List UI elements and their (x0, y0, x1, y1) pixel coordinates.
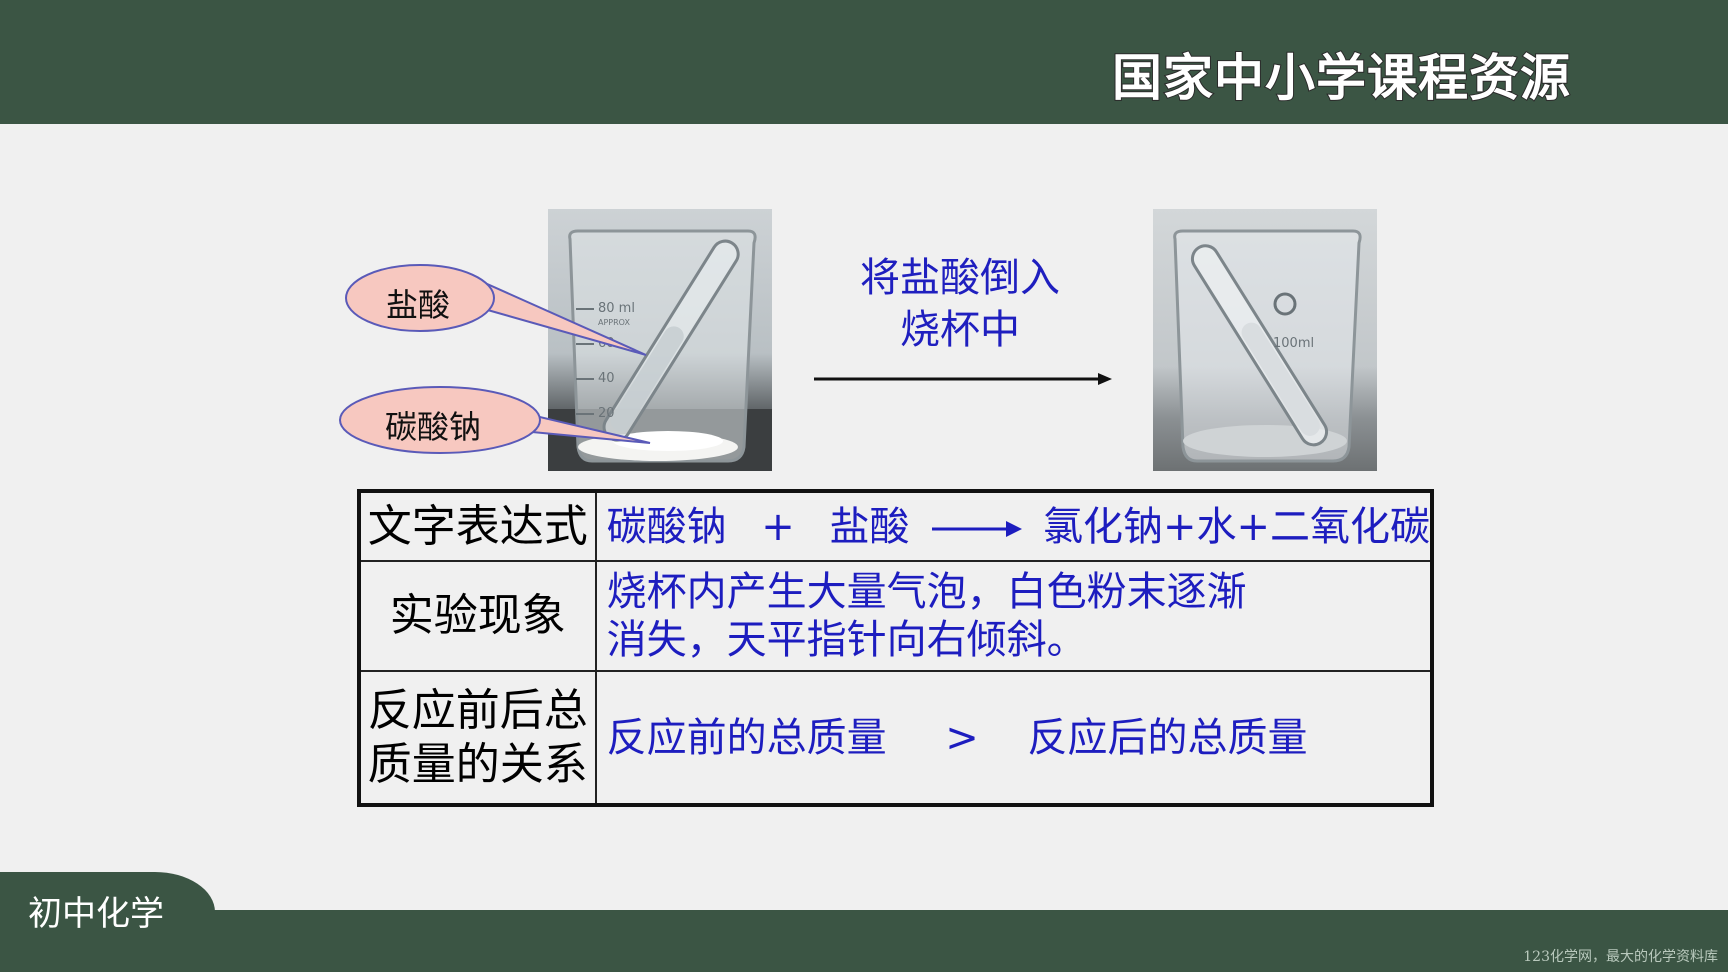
phenomenon-text: 烧杯内产生大量气泡，白色粉末逐渐 消失，天平指针向右倾斜。 (594, 560, 1434, 672)
table-row: 反应前后总 质量的关系 反应前的总质量 > 反应后的总质量 (358, 670, 1434, 806)
mass-after: 反应后的总质量 (1027, 714, 1308, 761)
beaker-mark: 20 (598, 406, 615, 421)
reactant-sodium-carbonate: 碳酸钠 (606, 503, 727, 550)
beaker-mark: 100ml (1273, 336, 1314, 351)
process-arrow (814, 373, 1112, 385)
watermark: 123化学网，最大的化学资料库 (1523, 949, 1718, 965)
row-label-expression: 文字表达式 (358, 490, 597, 562)
header-bar (0, 0, 1728, 124)
phenomenon-line2: 消失，天平指针向右倾斜。 (606, 617, 1087, 663)
row-label-phenomenon: 实验现象 (358, 560, 597, 672)
mass-relation: 反应前的总质量 > 反应后的总质量 (594, 670, 1434, 806)
brand-title: 国家中小学课程资源 (1111, 48, 1571, 108)
callout-sodium-carbonate: 碳酸钠 (385, 408, 482, 446)
reaction-table: 文字表达式 碳酸钠 + 盐酸 氯化钠+水+二氧化碳 实验现象 烧杯内产生大量气泡… (357, 489, 1434, 807)
subject-tab (0, 872, 215, 972)
subject-label: 初中化学 (28, 894, 164, 934)
callout-hydrochloric-acid: 盐酸 (386, 286, 451, 324)
greater-than-sign: > (945, 714, 979, 761)
phenomenon-line1: 烧杯内产生大量气泡，白色粉末逐渐 (606, 569, 1247, 615)
reaction-arrow-icon (932, 520, 1023, 537)
table-row: 实验现象 烧杯内产生大量气泡，白色粉末逐渐 消失，天平指针向右倾斜。 (358, 560, 1434, 672)
table-row: 文字表达式 碳酸钠 + 盐酸 氯化钠+水+二氧化碳 (358, 490, 1434, 562)
reactant-hydrochloric-acid: 盐酸 (829, 503, 910, 550)
word-equation: 碳酸钠 + 盐酸 氯化钠+水+二氧化碳 (594, 490, 1434, 562)
mass-relation-label-line2: 质量的关系 (367, 738, 588, 790)
row-label-mass-relation: 反应前后总 质量的关系 (358, 670, 597, 806)
beaker-mark: 40 (598, 371, 615, 386)
mass-before: 反应前的总质量 (606, 714, 887, 761)
beaker-mark: 80 ml (598, 301, 635, 316)
beaker-mark: APPROX (598, 318, 630, 327)
beaker-after-photo: 100ml (1153, 209, 1377, 471)
arrow-label: 将盐酸倒入 烧杯中 (830, 252, 1090, 356)
callout-bubbles (339, 264, 651, 454)
arrow-label-line1: 将盐酸倒入 (860, 255, 1060, 301)
mass-relation-label-line1: 反应前后总 (367, 684, 588, 736)
footer-bar (0, 910, 1728, 972)
products: 氯化钠+水+二氧化碳 (1042, 503, 1430, 550)
arrow-label-line2: 烧杯中 (900, 307, 1020, 353)
plus-sign: + (761, 503, 795, 550)
